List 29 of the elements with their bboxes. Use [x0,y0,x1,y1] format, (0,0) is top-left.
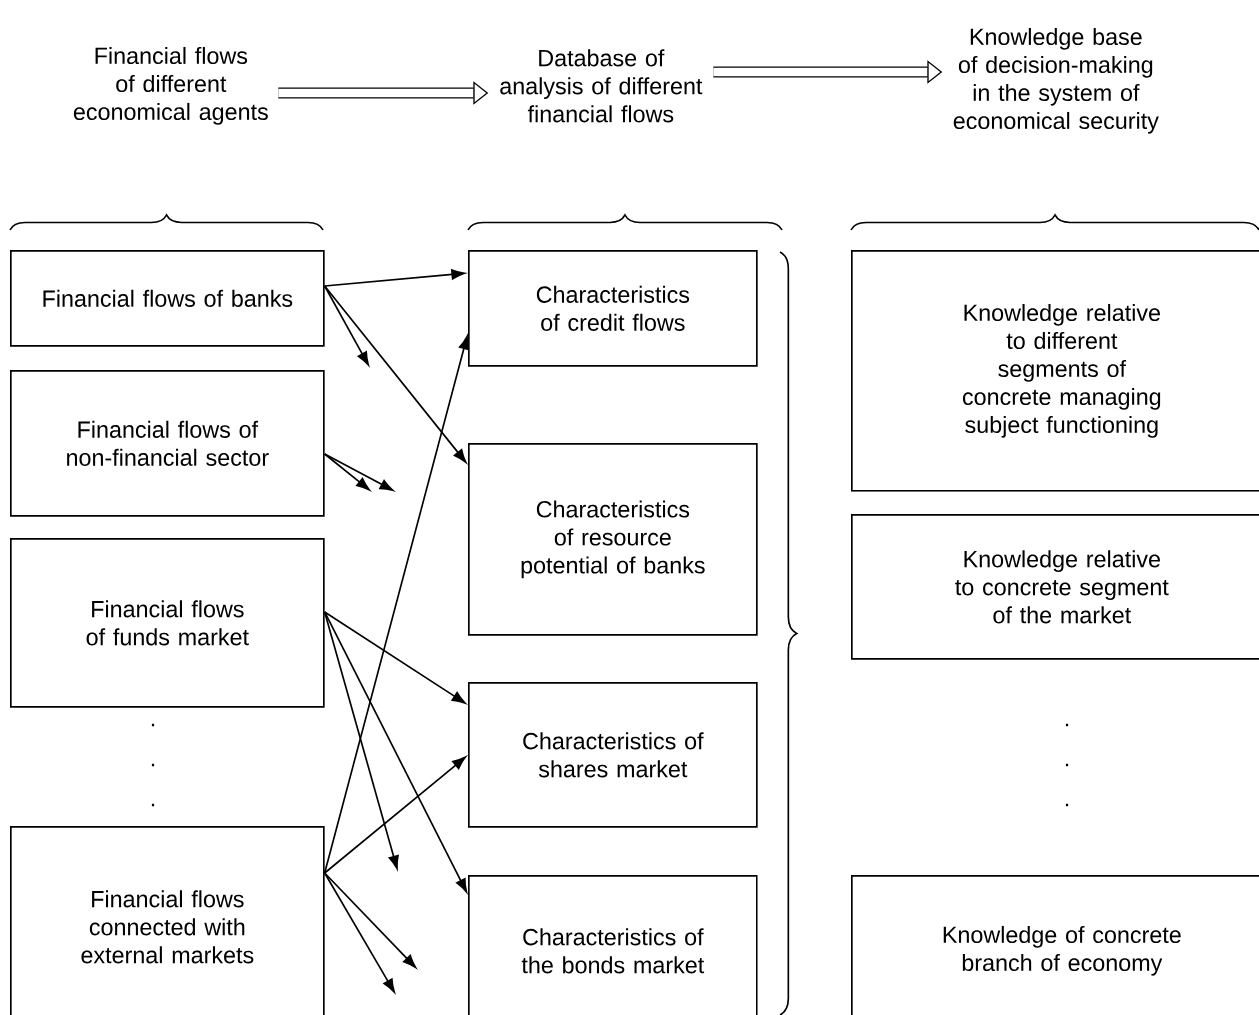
dot-label: . [151,763,155,767]
process-box: Characteristics of credit flows [468,250,758,367]
process-box: Characteristics of resource potential of banks [468,443,758,636]
arrow [323,611,466,704]
process-box: Knowledge relative to concrete segment of the market [851,514,1259,660]
arrow [323,285,467,463]
process-box: Financial flows connected with external markets [10,826,325,1015]
arrow [323,872,417,969]
arrow [323,872,395,993]
arrow [323,285,370,366]
arrow [323,453,370,491]
process-box: Financial flows of funds market [10,538,325,708]
arrow [323,453,394,492]
process-box: Characteristics of shares market [468,682,758,828]
process-box: Knowledge relative to different segments of concrete managing subject functioning [851,250,1259,492]
dot-label: . [1065,763,1069,767]
process-box: Knowledge of concrete branch of economy [851,875,1259,1015]
dot-label: . [1065,803,1069,807]
process-box: Characteristics of the bonds market [468,875,758,1015]
heading-text: Database of analysis of different financial flows [500,49,703,123]
dot-label: . [1065,723,1069,727]
arrow [323,335,470,874]
arrow [323,611,468,893]
process-box: Financial flows of non-financial sector [10,370,325,517]
arrow [323,269,466,287]
arrow [323,756,466,874]
heading-text: Financial flows of different economical agents [73,46,268,125]
process-box: Financial flows of banks [10,250,325,347]
heading-text: Knowledge base of decision-making in the system of economical security [953,27,1159,134]
